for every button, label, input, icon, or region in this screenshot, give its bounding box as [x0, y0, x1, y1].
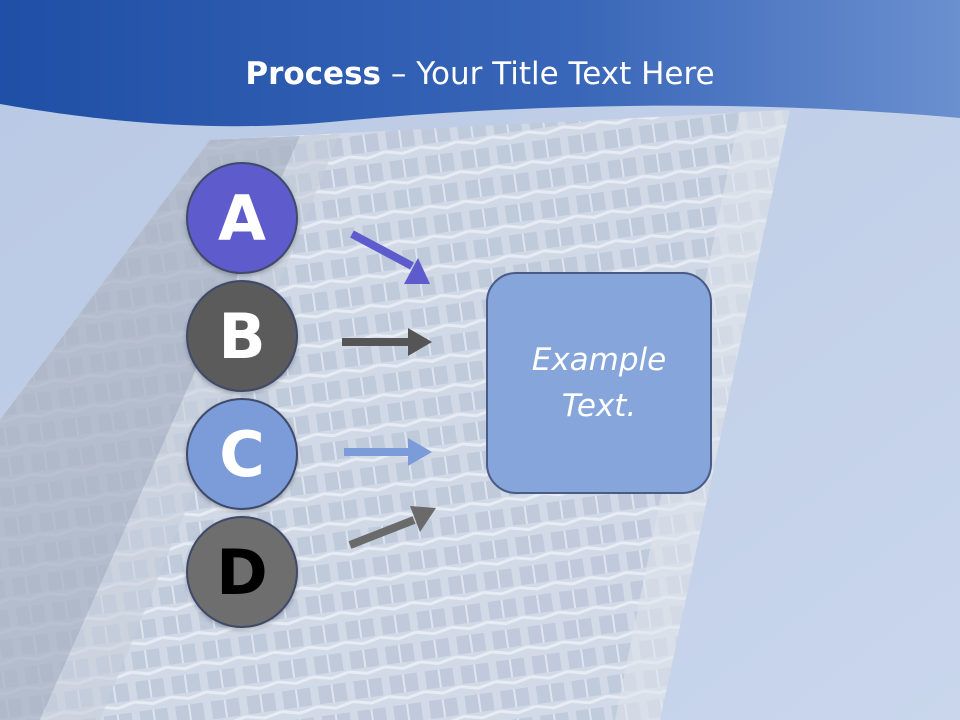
- step-circle-c: C: [186, 398, 298, 510]
- arrow-b-icon: [342, 328, 432, 356]
- title-rest-text: – Your Title Text Here: [381, 56, 715, 92]
- arrow-d-icon: [348, 506, 436, 549]
- slide-title: Process – Your Title Text Here: [0, 52, 960, 96]
- example-text-box: Example Text.: [486, 272, 712, 494]
- step-circle-b: B: [186, 280, 298, 392]
- step-circle-a: A: [186, 162, 298, 274]
- arrow-c-icon: [344, 438, 432, 466]
- step-circle-d: D: [186, 516, 298, 628]
- title-bold-text: Process: [245, 56, 381, 92]
- arrow-a-icon: [350, 230, 430, 284]
